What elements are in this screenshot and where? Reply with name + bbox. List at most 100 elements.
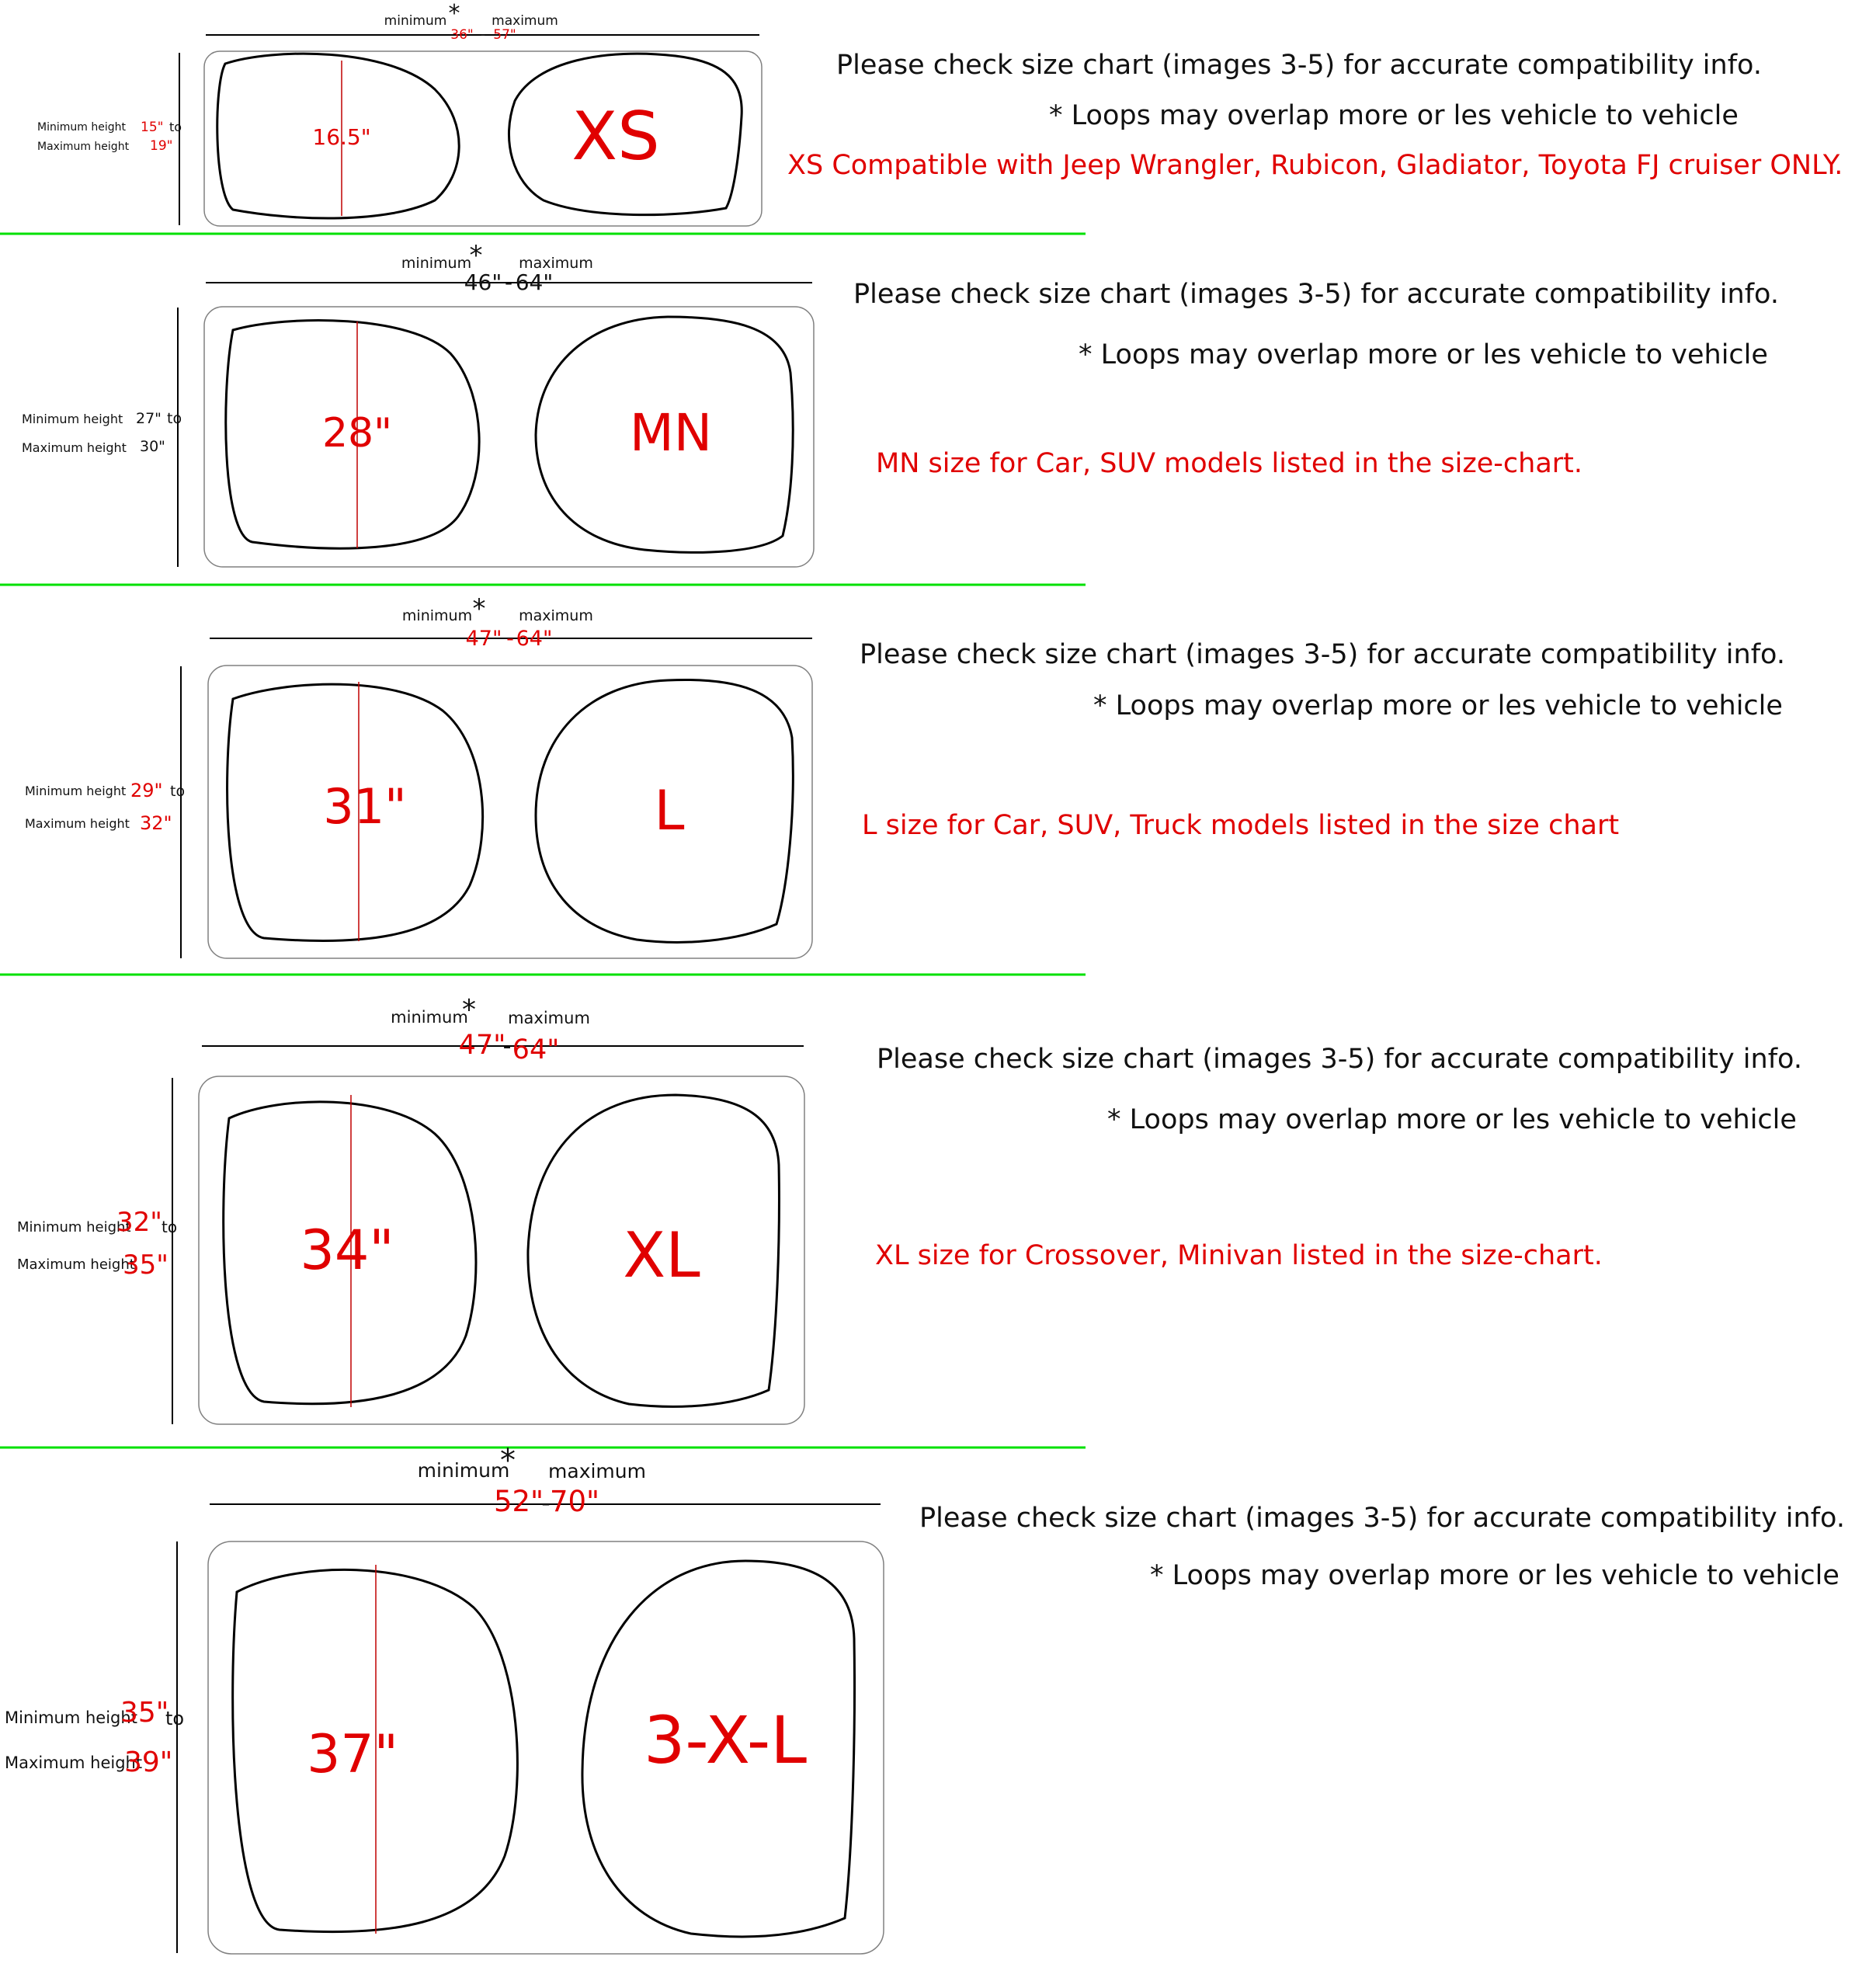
height-max-label: Maximum height — [25, 816, 130, 831]
width-min-value: 47" — [466, 627, 502, 651]
height-max-value: 32" — [140, 812, 172, 834]
note-loop-overlap: * Loops may overlap more or les vehicle … — [1049, 100, 1739, 131]
width-dash: - — [481, 27, 485, 43]
left-loop-outline — [231, 1569, 519, 1934]
height-min-label: Minimum height — [17, 1219, 131, 1236]
right-loop-outline — [534, 315, 794, 554]
height-min-value: 32" — [116, 1207, 162, 1238]
size-section-xs: minimum * maximum 36" - 57" Minimum heig… — [37, 0, 1843, 227]
product-panel — [203, 50, 763, 227]
height-max-label: Maximum height — [5, 1753, 142, 1772]
note-size-chart: Please check size chart (images 3-5) for… — [860, 639, 1785, 670]
left-loop-outline — [222, 1100, 478, 1406]
width-min-value: 52" — [494, 1485, 544, 1518]
note-size-chart: Please check size chart (images 3-5) for… — [919, 1503, 1845, 1534]
note-size-chart: Please check size chart (images 3-5) for… — [853, 279, 1779, 310]
note-loop-overlap: * Loops may overlap more or les vehicle … — [1093, 690, 1783, 721]
height-max-label: Maximum height — [17, 1256, 135, 1273]
width-min-label: minimum — [402, 607, 472, 624]
height-min-label: Minimum height — [22, 412, 123, 426]
size-section-mn: minimum * maximum 46" - 64" Minimum heig… — [22, 240, 1779, 568]
product-panel — [207, 1541, 884, 1955]
width-min-value: 46" — [464, 269, 502, 295]
left-loop-outline — [216, 52, 460, 220]
asterisk-icon: * — [473, 593, 486, 624]
note-loop-overlap: * Loops may overlap more or les vehicle … — [1107, 1104, 1797, 1135]
width-dash: - — [506, 627, 514, 651]
width-max-value: 64" — [516, 269, 554, 295]
width-dash: - — [503, 1033, 512, 1060]
width-max-label: maximum — [519, 607, 593, 624]
height-max-value: 19" — [150, 138, 172, 154]
compatibility-note: MN size for Car, SUV models listed in th… — [876, 448, 1582, 479]
right-loop-outline — [534, 678, 794, 944]
width-min-label: minimum — [401, 255, 471, 272]
size-label: 3-X-L — [644, 1702, 807, 1778]
size-label: XL — [623, 1219, 700, 1291]
height-min-value: 29" — [130, 780, 163, 801]
size-section-l: minimum * maximum 47" - 64" Minimum heig… — [25, 593, 1785, 959]
height-min-value: 15" — [141, 120, 163, 135]
height-max-value: 39" — [124, 1746, 172, 1778]
width-max-value: 57" — [493, 27, 516, 43]
asterisk-icon: * — [449, 0, 460, 27]
width-max-label: maximum — [548, 1460, 646, 1482]
height-min-label: Minimum height — [37, 121, 126, 134]
size-section-xl: minimum * maximum 47" - 64" Minimum heig… — [17, 994, 1802, 1425]
loop-measure-value: 28" — [322, 410, 392, 457]
product-panel — [203, 306, 815, 568]
loop-measure-value: 34" — [300, 1218, 394, 1282]
right-loop-outline — [526, 1093, 780, 1408]
loop-measure-value: 31" — [323, 778, 406, 835]
size-section-3xl: minimum * maximum 52" - 70" Minimum heig… — [5, 1443, 1845, 1955]
height-to-label: to — [170, 783, 185, 800]
note-size-chart: Please check size chart (images 3-5) for… — [877, 1044, 1802, 1075]
note-loop-overlap: * Loops may overlap more or les vehicle … — [1150, 1560, 1839, 1591]
width-max-value: 64" — [516, 627, 553, 651]
height-to-label: to — [162, 1218, 177, 1236]
height-min-value: 35" — [120, 1697, 168, 1729]
right-loop-outline — [508, 52, 743, 217]
note-size-chart: Please check size chart (images 3-5) for… — [836, 50, 1762, 81]
width-min-value: 36" — [450, 27, 473, 43]
height-max-label: Maximum height — [22, 440, 127, 455]
asterisk-icon: * — [462, 994, 476, 1026]
width-dash: - — [541, 1488, 551, 1517]
height-max-value: 35" — [123, 1249, 168, 1281]
asterisk-icon: * — [500, 1443, 516, 1479]
asterisk-icon: * — [470, 240, 483, 271]
width-max-label: maximum — [508, 1009, 590, 1027]
compatibility-note: XL size for Crossover, Minivan listed in… — [875, 1240, 1603, 1271]
height-max-label: Maximum height — [37, 141, 130, 153]
width-min-label: minimum — [391, 1008, 468, 1027]
compatibility-note: L size for Car, SUV, Truck models listed… — [862, 810, 1619, 841]
width-min-label: minimum — [384, 13, 447, 29]
right-loop-outline — [581, 1559, 856, 1938]
width-max-label: maximum — [492, 13, 558, 29]
note-loop-overlap: * Loops may overlap more or les vehicle … — [1079, 339, 1768, 370]
compatibility-note: XS Compatible with Jeep Wrangler, Rubico… — [787, 150, 1843, 181]
height-min-label: Minimum height — [25, 784, 126, 798]
width-min-value: 47" — [459, 1030, 506, 1061]
left-loop-outline — [224, 319, 481, 550]
height-to-label: to — [167, 410, 182, 427]
loop-measure-value: 16.5" — [312, 124, 370, 150]
size-label: L — [655, 779, 685, 843]
product-panel — [207, 665, 813, 959]
height-to-label: to — [169, 120, 182, 134]
height-min-label: Minimum height — [5, 1708, 137, 1727]
size-label: MN — [630, 403, 712, 463]
height-max-value: 30" — [140, 438, 165, 455]
loop-measure-value: 37" — [307, 1724, 398, 1785]
size-label: XS — [571, 98, 660, 176]
width-min-label: minimum — [418, 1459, 510, 1482]
width-dash: - — [505, 269, 512, 295]
width-max-label: maximum — [519, 255, 593, 272]
product-panel — [198, 1076, 805, 1425]
left-loop-outline — [226, 683, 485, 943]
height-min-value: 27" — [136, 410, 162, 427]
width-max-value: 64" — [512, 1034, 560, 1065]
width-max-value: 70" — [550, 1485, 599, 1518]
height-to-label: to — [165, 1708, 184, 1729]
